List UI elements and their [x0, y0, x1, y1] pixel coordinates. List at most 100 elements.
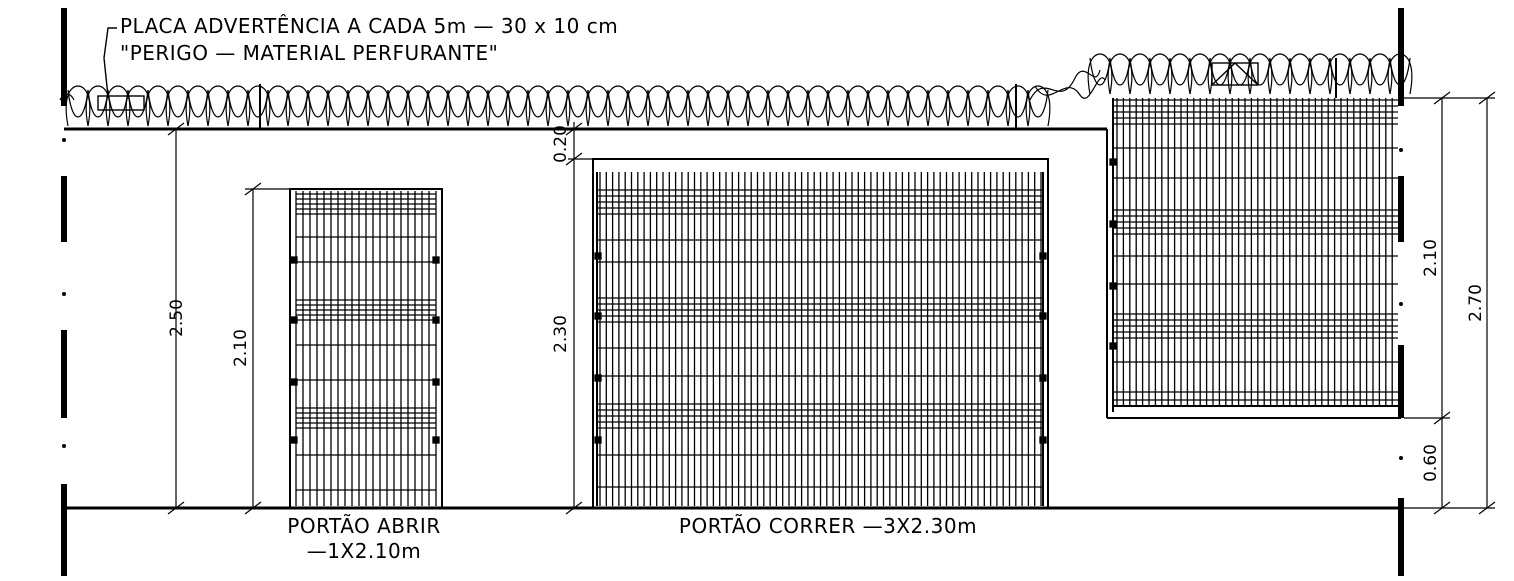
- razor-coil: [625, 85, 651, 127]
- gate-abrir-grid: [290, 191, 440, 506]
- razor-coil: [845, 85, 871, 127]
- razor-coil: [425, 85, 451, 127]
- fence-panel-clamp: [1109, 158, 1117, 166]
- razor-coil: [885, 85, 911, 127]
- razor-coil: [1227, 53, 1253, 95]
- razor-coil: [727, 89, 749, 118]
- razor-coil: [1329, 57, 1351, 86]
- razor-coil: [805, 85, 831, 127]
- razor-coil: [685, 85, 711, 127]
- razor-coil: [465, 85, 491, 127]
- razor-coil: [1247, 53, 1273, 95]
- razor-coil: [407, 89, 429, 118]
- razor-coil: [785, 85, 811, 127]
- razor-coil: [827, 89, 849, 118]
- dimension-lines: [167, 91, 1496, 515]
- razor-coil: [925, 85, 951, 127]
- razor-coil: [267, 89, 289, 118]
- dim-wall-height: 2.50: [167, 299, 187, 337]
- razor-coil: [1267, 53, 1293, 95]
- razor-coil: [1327, 53, 1353, 95]
- razor-coil: [807, 89, 829, 118]
- razor-coil: [787, 89, 809, 118]
- razor-coil: [207, 89, 229, 118]
- razor-coil: [745, 85, 771, 127]
- razor-coil: [965, 85, 991, 127]
- razor-coil: [1007, 89, 1029, 118]
- razor-coil: [1289, 57, 1311, 86]
- razor-coil: [1367, 53, 1393, 95]
- gate-correr-grid: [594, 172, 1047, 506]
- razor-coil: [967, 89, 989, 118]
- gate-abrir-hinge: [290, 256, 298, 264]
- razor-coil: [327, 89, 349, 118]
- gate-abrir-hinge: [290, 378, 298, 386]
- razor-coil: [1349, 57, 1371, 86]
- razor-coil: [67, 89, 89, 118]
- dim-gate3-height: 2.10: [1421, 239, 1441, 277]
- razor-coil: [125, 85, 151, 127]
- razor-coil: [385, 85, 411, 127]
- gate-correr-hinge: [594, 312, 602, 320]
- razor-coil: [347, 89, 369, 118]
- gate-correr: [592, 158, 1049, 509]
- razor-coil: [607, 89, 629, 118]
- razor-coil: [545, 85, 571, 127]
- razor-coil: [305, 85, 331, 127]
- fence-panel-right: [1109, 98, 1398, 412]
- razor-coil: [185, 85, 211, 127]
- gate-abrir: [289, 188, 443, 509]
- razor-coil: [447, 89, 469, 118]
- razor-coil: [645, 85, 671, 127]
- razor-coil: [1189, 57, 1211, 86]
- razor-coil: [1107, 53, 1133, 95]
- post-right-bottom: [1398, 498, 1404, 576]
- razor-coil: [747, 89, 769, 118]
- razor-coil: [445, 85, 471, 127]
- dim-base-height: 0.60: [1421, 444, 1441, 482]
- gate-correr-hinge: [1039, 436, 1047, 444]
- fence-panel-clamp: [1109, 282, 1117, 290]
- razor-coil: [245, 85, 271, 127]
- razor-coil: [427, 89, 449, 118]
- razor-coil: [525, 85, 551, 127]
- dim-total-height: 2.70: [1466, 284, 1486, 322]
- razor-coil: [1029, 69, 1101, 101]
- razor-coil: [1169, 57, 1191, 86]
- razor-coil: [927, 89, 949, 118]
- warning-plate-left: [97, 95, 145, 111]
- fence-panel-right-grid: [1109, 98, 1398, 412]
- razor-coil: [1307, 53, 1333, 95]
- razor-coil: [345, 85, 371, 127]
- post-left-bottom: [61, 484, 67, 576]
- razor-coil: [527, 89, 549, 118]
- razor-coil: [1034, 77, 1106, 99]
- razor-coil: [825, 85, 851, 127]
- razor-coil: [107, 89, 129, 118]
- gate-abrir-hinge: [432, 378, 440, 386]
- dim-gate1-height: 2.10: [231, 329, 251, 367]
- razor-coil: [705, 85, 731, 127]
- warning-plates: [97, 27, 1337, 129]
- post-right-top: [1398, 8, 1404, 106]
- gate-abrir-hinge: [432, 436, 440, 444]
- razor-coil: [725, 85, 751, 127]
- razor-coil: [1287, 53, 1313, 95]
- gate-correr-hinge: [594, 436, 602, 444]
- razor-coil: [165, 85, 191, 127]
- gate-correr-hinge: [1039, 252, 1047, 260]
- fence-panel-clamp: [1109, 342, 1117, 350]
- razor-coil: [1109, 57, 1131, 86]
- razor-coil: [285, 85, 311, 127]
- razor-coil: [405, 85, 431, 127]
- razor-coil: [225, 85, 251, 127]
- razor-coil: [227, 89, 249, 118]
- razor-coil: [905, 85, 931, 127]
- warning-note-line2: "PERIGO — MATERIAL PERFURANTE": [120, 41, 498, 65]
- razor-coil: [767, 89, 789, 118]
- razor-coil: [367, 89, 389, 118]
- razor-coil: [665, 85, 691, 127]
- razor-coil: [147, 89, 169, 118]
- razor-coil: [507, 89, 529, 118]
